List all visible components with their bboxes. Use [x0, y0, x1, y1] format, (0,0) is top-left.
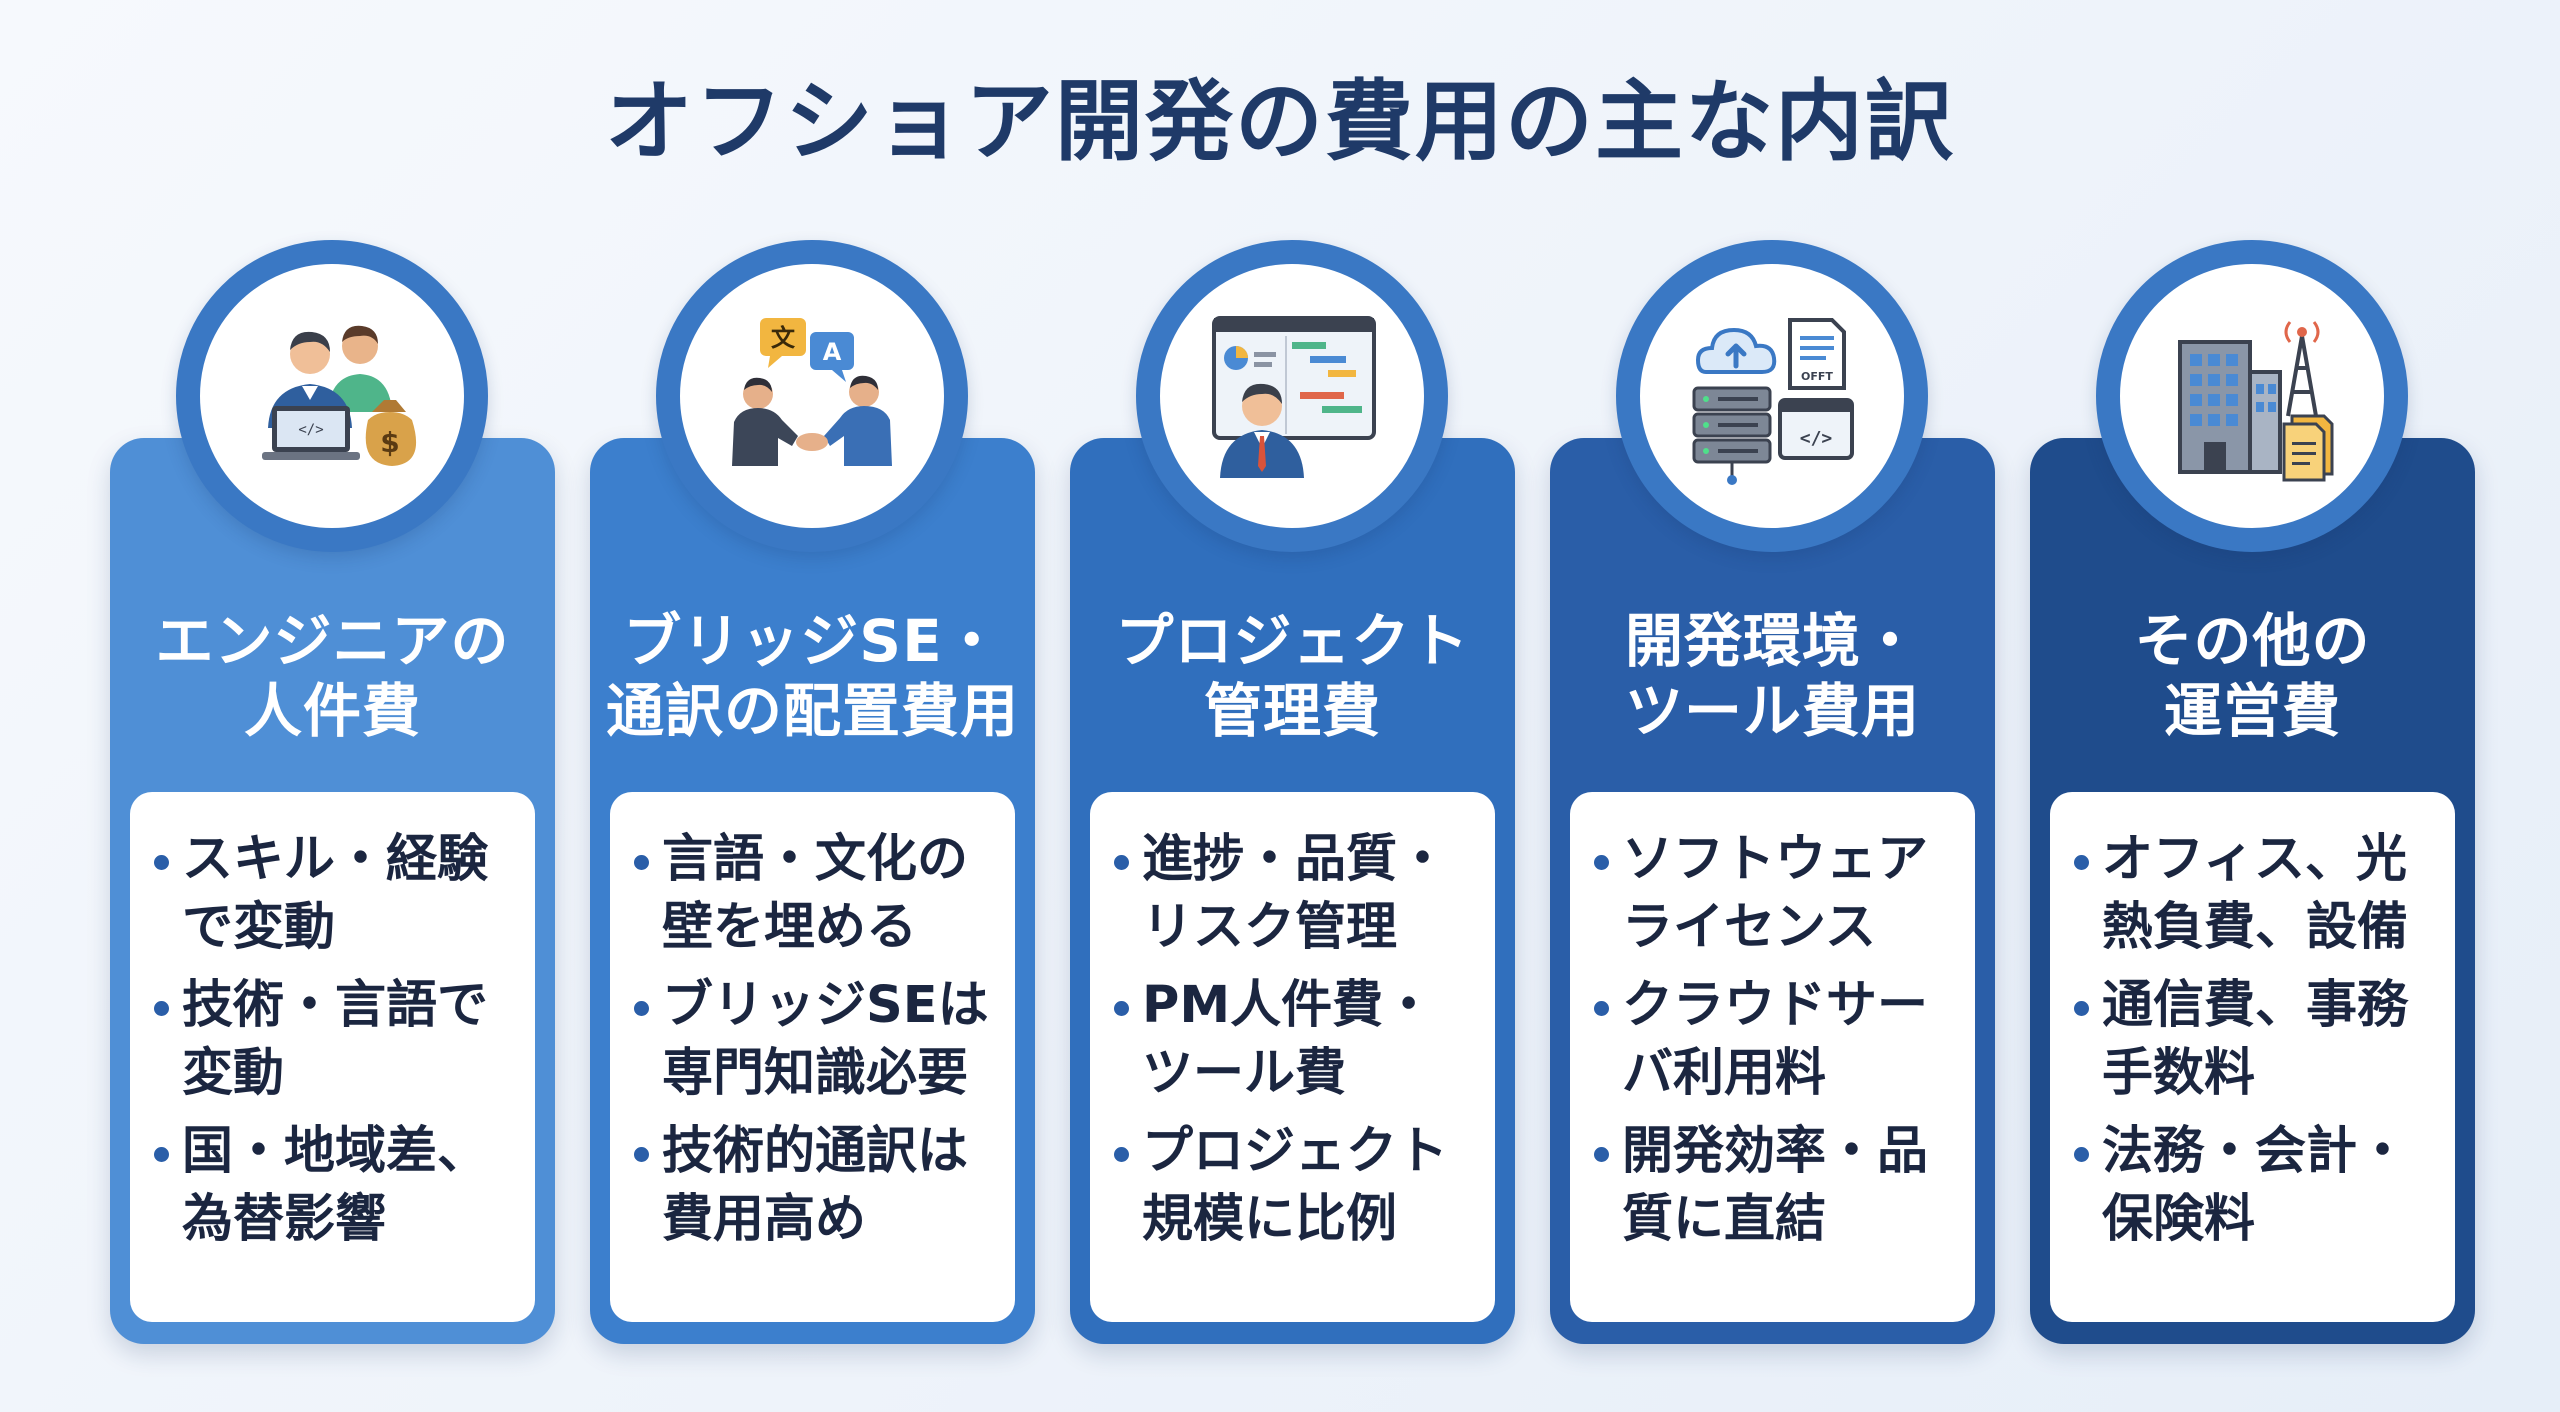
card-title: 開発環境・ ツール費用 — [1550, 606, 1995, 746]
card-title-line: その他の — [2134, 607, 2371, 675]
card-title-line: ツール費用 — [1624, 677, 1920, 745]
bullet-item: 通信費、事務手数料 — [2070, 972, 2443, 1108]
office-building-documents-icon — [2096, 240, 2408, 552]
card-other-operating-costs: その他の 運営費 オフィス、光熱負費、設備 通信費、事務手数料 法務・会計・保険… — [2030, 438, 2475, 1344]
bullet-item: 技術・言語で変動 — [150, 972, 523, 1108]
card-panel: ソフトウェアライセンス クラウドサーバ利用料 開発効率・品質に直結 — [1570, 792, 1975, 1322]
card-title-line: 通訳の配置費用 — [605, 677, 1019, 745]
bullet-item: 技術的通訳は費用高め — [630, 1118, 1003, 1254]
card-title-line: ブリッジSE・ — [623, 607, 1002, 675]
bullet-item: 国・地域差、為替影響 — [150, 1118, 523, 1254]
card-title-line: 運営費 — [2163, 677, 2341, 745]
svg-text:</>: </> — [1800, 428, 1833, 449]
bullet-item: 開発効率・品質に直結 — [1590, 1118, 1963, 1254]
card-engineer-costs: エンジニアの 人件費 スキル・経験で変動 技術・言語で変動 国・地域差、為替影響 — [110, 438, 555, 1344]
bullet-item: クラウドサーバ利用料 — [1590, 972, 1963, 1108]
bullet-item: ブリッジSEは専門知識必要 — [630, 972, 1003, 1108]
bullet-item: PM人件費・ツール費 — [1110, 972, 1483, 1108]
svg-text:$: $ — [380, 426, 399, 459]
project-manager-gantt-chart-icon — [1136, 240, 1448, 552]
svg-text:OFFT: OFFT — [1801, 370, 1833, 383]
card-panel: スキル・経験で変動 技術・言語で変動 国・地域差、為替影響 — [130, 792, 535, 1322]
engineers-with-money-bag-icon: </> $ — [176, 240, 488, 552]
card-title: エンジニアの 人件費 — [110, 606, 555, 746]
svg-text:</>: </> — [298, 422, 323, 438]
page-title: オフショア開発の費用の主な内訳 — [604, 70, 1955, 173]
svg-text:A: A — [823, 338, 842, 366]
bullet-item: プロジェクト規模に比例 — [1110, 1118, 1483, 1254]
bullet-item: ソフトウェアライセンス — [1590, 826, 1963, 962]
card-title: プロジェクト 管理費 — [1070, 606, 1515, 746]
bullet-item: 言語・文化の壁を埋める — [630, 826, 1003, 962]
svg-text:文: 文 — [771, 324, 796, 352]
card-title: その他の 運営費 — [2030, 606, 2475, 746]
bullet-item: スキル・経験で変動 — [150, 826, 523, 962]
cloud-server-tools-icon: OFFT </> — [1616, 240, 1928, 552]
card-title: ブリッジSE・ 通訳の配置費用 — [590, 606, 1035, 746]
handshake-translation-icon: 文 A — [656, 240, 968, 552]
card-panel: オフィス、光熱負費、設備 通信費、事務手数料 法務・会計・保険料 — [2050, 792, 2455, 1322]
card-title-line: 人件費 — [243, 677, 421, 745]
bullet-item: 法務・会計・保険料 — [2070, 1118, 2443, 1254]
card-bridge-se-costs: ブリッジSE・ 通訳の配置費用 言語・文化の壁を埋める ブリッジSEは専門知識必… — [590, 438, 1035, 1344]
card-title-line: 開発環境・ — [1624, 607, 1920, 675]
bullet-item: 進捗・品質・リスク管理 — [1110, 826, 1483, 962]
card-title-line: 管理費 — [1203, 677, 1381, 745]
bullet-item: オフィス、光熱負費、設備 — [2070, 826, 2443, 962]
card-title-line: エンジニアの — [155, 607, 510, 675]
card-panel: 言語・文化の壁を埋める ブリッジSEは専門知識必要 技術的通訳は費用高め — [610, 792, 1015, 1322]
card-panel: 進捗・品質・リスク管理 PM人件費・ツール費 プロジェクト規模に比例 — [1090, 792, 1495, 1322]
card-title-line: プロジェクト — [1115, 607, 1470, 675]
card-project-management-costs: プロジェクト 管理費 進捗・品質・リスク管理 PM人件費・ツール費 プロジェクト… — [1070, 438, 1515, 1344]
card-dev-environment-costs: 開発環境・ ツール費用 ソフトウェアライセンス クラウドサーバ利用料 開発効率・… — [1550, 438, 1995, 1344]
